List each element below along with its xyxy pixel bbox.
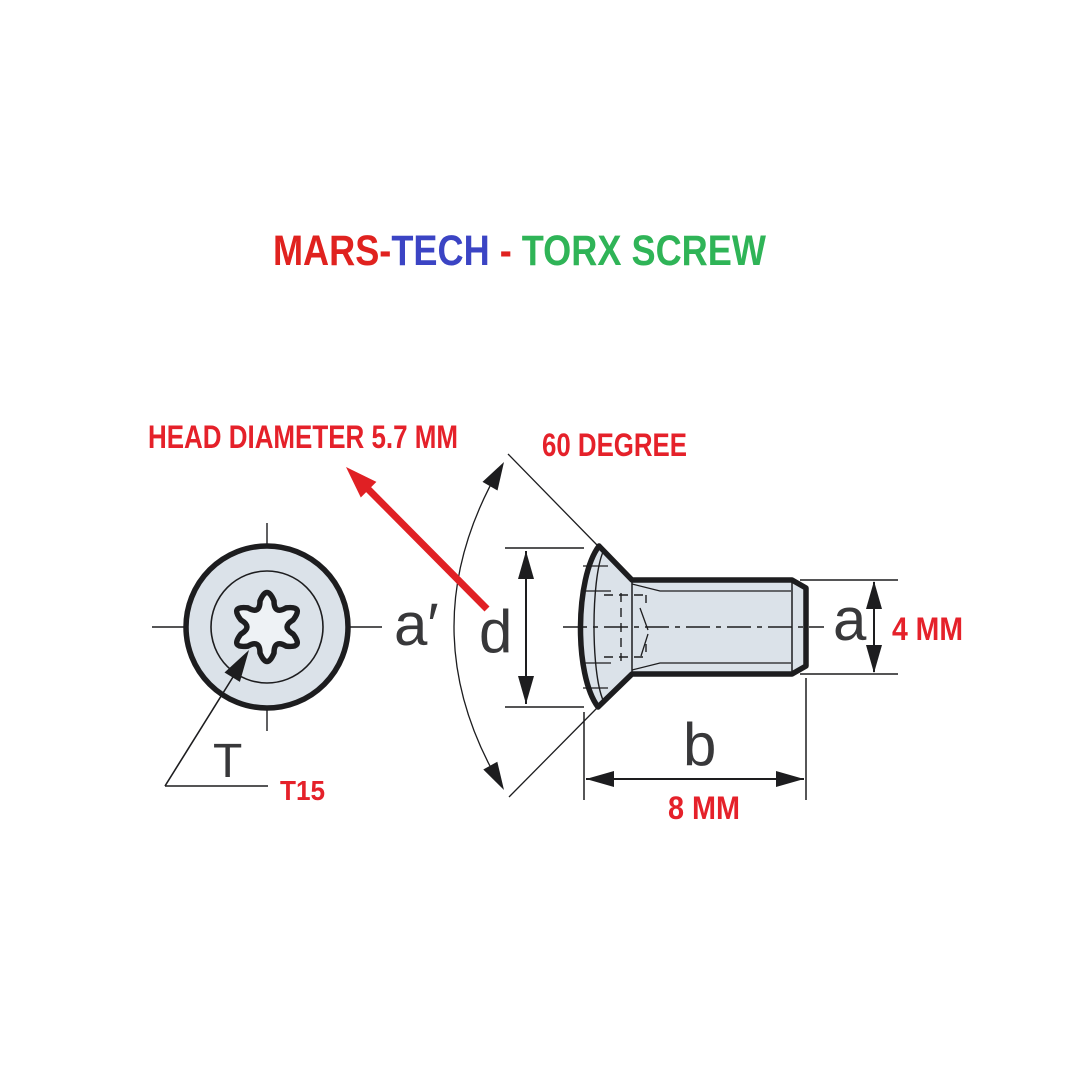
page-title: MARS-TECH - TORX SCREW (0, 212, 1055, 273)
dimension-d: d a′ (394, 547, 584, 708)
title-segment-dash: - (489, 227, 522, 275)
title-segment-brand2: TECH (391, 227, 490, 275)
label-a-prime: a′ (394, 591, 439, 658)
title-segment-brand1: MARS- (272, 227, 392, 275)
title-segment-product: TORX SCREW (521, 227, 766, 275)
torx-leader (164, 650, 268, 787)
label-b: b (683, 711, 716, 778)
dimension-a: a (800, 579, 898, 675)
annotation-screw-length: 8 MM (668, 790, 740, 826)
label-t: T (213, 735, 242, 788)
leader-arrowhead-icon (224, 650, 249, 682)
annotation-head-diameter: HEAD DIAMETER 5.7 MM (148, 419, 458, 455)
head-diameter-arrow (346, 467, 490, 612)
red-arrowhead-icon (346, 467, 377, 498)
page-title-text: MARS-TECH - TORX SCREW (273, 230, 766, 273)
side-view: d a′ a b (394, 453, 898, 800)
annotation-countersink-angle: 60 DEGREE (542, 427, 687, 463)
dimension-angle (453, 453, 598, 798)
annotation-shank-diameter: 4 MM (892, 611, 963, 647)
dimension-b: b (583, 678, 807, 800)
top-view: T T15 (152, 523, 382, 806)
label-a: a (833, 586, 867, 653)
torx-recess-star (233, 589, 301, 665)
head-chamfer-circle (210, 570, 324, 684)
annotation-torx-size: T15 (280, 775, 325, 806)
profile-detail-lines (581, 551, 793, 701)
